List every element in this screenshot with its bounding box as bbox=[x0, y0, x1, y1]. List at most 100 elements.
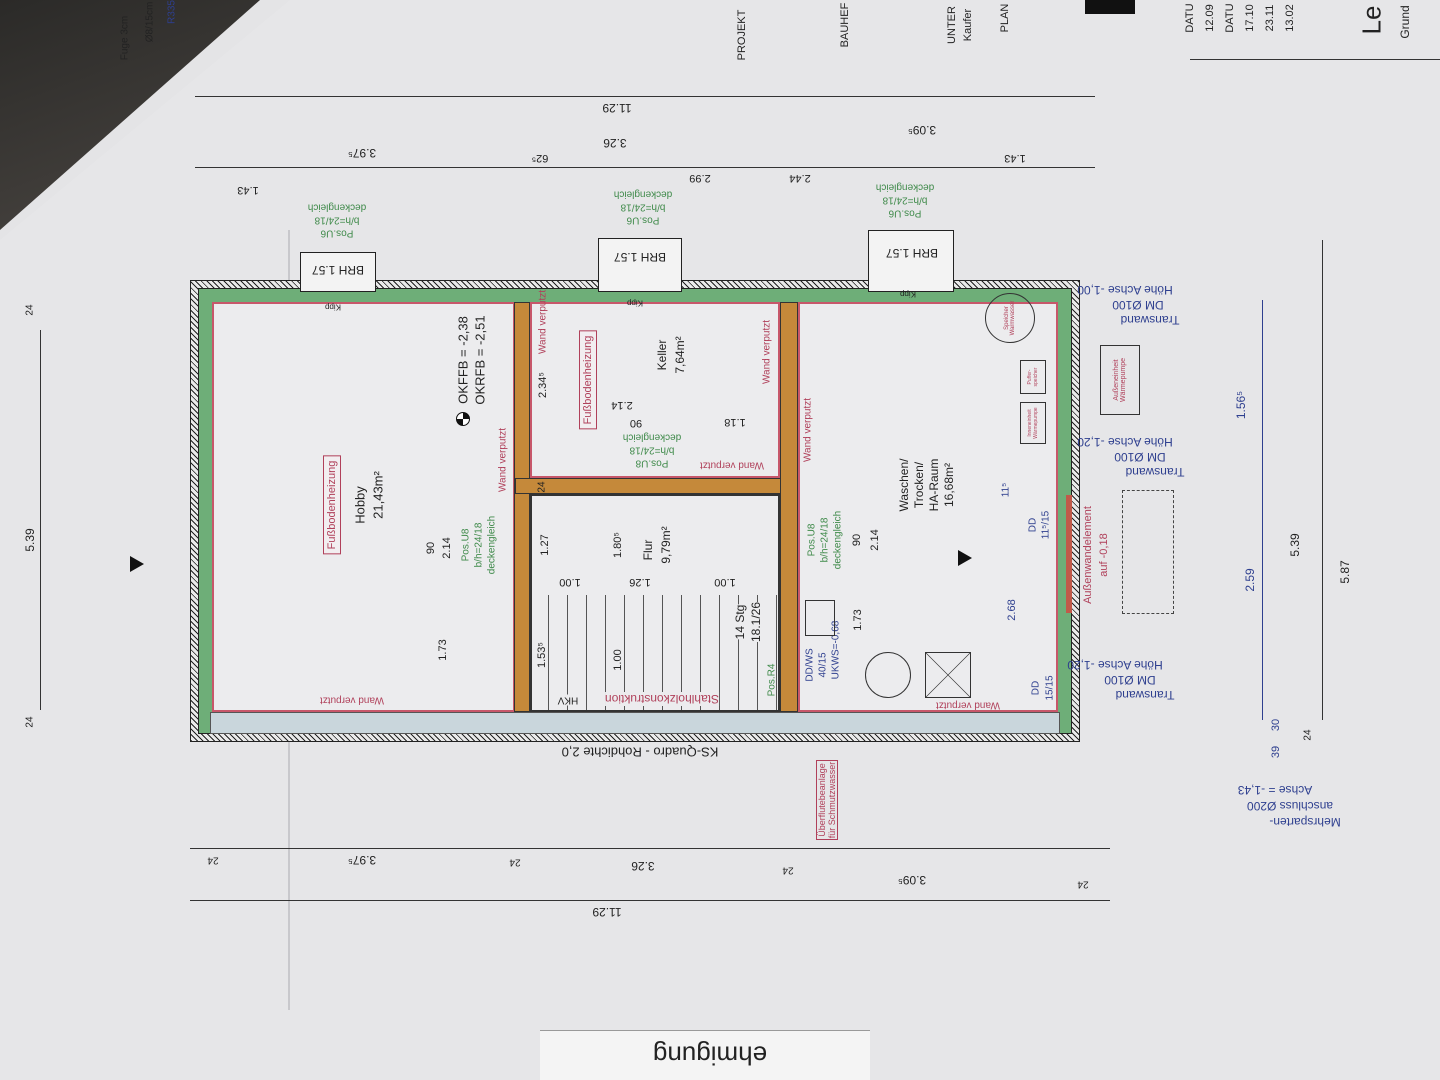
window-hobby[interactable] bbox=[300, 252, 376, 292]
hkv-label: HKV bbox=[557, 694, 579, 706]
lintel-flush-1: deckengleich bbox=[307, 201, 367, 213]
lower-sheet bbox=[540, 1030, 870, 1080]
opening-dd-2: DD bbox=[1030, 680, 1042, 696]
lintel-pos-1: Pos.U6 bbox=[320, 227, 354, 239]
date-2: 17.10 bbox=[1244, 4, 1256, 32]
room-hobby bbox=[212, 302, 515, 712]
hobby-heating: Fußbodenheizung bbox=[323, 455, 341, 555]
dim-right-width: 5.39 bbox=[1288, 533, 1302, 557]
dim-bottom-wall-3: 24 bbox=[782, 864, 794, 876]
mesh-note: R335 bbox=[166, 0, 178, 24]
dim-top-seg1: 3.97⁵ bbox=[347, 146, 377, 160]
window-brh-hobby: BRH 1.57 bbox=[311, 263, 365, 277]
outer-element-note: Außenwandelement bbox=[1082, 506, 1094, 604]
lintel-size-2: b/h=24/18 bbox=[620, 201, 666, 213]
approval-text: ehmigung bbox=[652, 1040, 768, 1071]
flood-protection-label: Überflutebeanlage für Schmutzwasser bbox=[816, 760, 838, 840]
dim-bottom-wall-1: 24 bbox=[207, 854, 219, 866]
dim-top-143: 1.43 bbox=[1004, 152, 1026, 164]
flur-name: Flur bbox=[641, 539, 655, 561]
transwand-3-axis: Höhe Achse -1,00 bbox=[1077, 283, 1173, 297]
rebar-note: Ø8/15cm bbox=[144, 1, 156, 43]
transwand-3: Transwand bbox=[1120, 313, 1180, 327]
wall-plastered-5: Wand verputzt bbox=[319, 694, 385, 706]
dim-wasch-268: 2.68 bbox=[1006, 599, 1018, 621]
dim-line-right-1 bbox=[1262, 300, 1263, 720]
dim-bottom-seg1: 3.97⁵ bbox=[347, 853, 377, 867]
lintel-flush-2: deckengleich bbox=[613, 188, 673, 200]
dim-top-total: 11.29 bbox=[602, 101, 632, 115]
sheet-label: Grund bbox=[1398, 5, 1412, 39]
dim-flur-100a: 1.00 bbox=[559, 576, 581, 588]
transwand-1-axis: Höhe Achse -1,20 bbox=[1067, 658, 1163, 672]
dim-top-143b: 1.43 bbox=[237, 184, 259, 196]
dim-top-244: 2.44 bbox=[789, 172, 811, 184]
date-header: DATU bbox=[1184, 3, 1196, 33]
flur-area: 9,79m² bbox=[659, 526, 673, 564]
north-arrow-left-icon bbox=[130, 556, 144, 572]
transwand-1-dm: DM Ø100 bbox=[1104, 673, 1156, 687]
dim-left-wall-1: 24 bbox=[24, 304, 36, 316]
foundation-note: KS-Quadro - Rohdichte 2,0 bbox=[561, 744, 719, 760]
heatpump-indoor-label: Inneneinheit Wärmepumpe bbox=[1027, 407, 1039, 439]
dim-bottom-total: 11.29 bbox=[592, 905, 622, 919]
opening-ddws: DD/WS bbox=[804, 648, 816, 682]
level-okffb: OKFFB = -2,38 bbox=[455, 316, 471, 404]
dim-left-wall-2: 24 bbox=[24, 716, 36, 728]
door-lintel-keller-size: b/h=24/18 bbox=[629, 444, 675, 456]
wall-plastered-4: Wand verputzt bbox=[802, 397, 814, 463]
wall-plastered-2: Wand verputzt bbox=[537, 289, 549, 355]
waschen-area: 16,68m² bbox=[942, 462, 956, 508]
dim-bottom-wall-2: 24 bbox=[509, 856, 521, 868]
outer-element-level: auf -0,18 bbox=[1098, 533, 1110, 577]
door-lintel-wasch-pos: Pos.U8 bbox=[806, 523, 818, 557]
dim-wasch-115: 11⁵ bbox=[1000, 482, 1012, 498]
dim-line-bottom-segments bbox=[190, 848, 1110, 849]
window-keller[interactable] bbox=[598, 238, 682, 292]
keller-heating: Fußbodenheizung bbox=[579, 330, 597, 430]
dim-line-right-2 bbox=[1322, 240, 1323, 720]
interior-wall-laundry bbox=[780, 302, 798, 712]
sink bbox=[805, 600, 835, 636]
dim-keller-118: 1.18 bbox=[724, 416, 746, 428]
dim-bottom-wall-4: 24 bbox=[1077, 878, 1089, 890]
date-3: 23.11 bbox=[1264, 4, 1276, 32]
dim-flur-180: 1.80⁵ bbox=[612, 532, 624, 558]
lintel-pos-2: Pos.U6 bbox=[626, 214, 660, 226]
keller-area: 7,64m² bbox=[673, 336, 687, 374]
company-name: Kaufer bbox=[962, 8, 974, 42]
lintel-size-3: b/h=24/18 bbox=[882, 194, 928, 206]
keller-name: Keller bbox=[655, 339, 669, 371]
dim-right-259: 2.59 bbox=[1243, 568, 1257, 592]
door-lintel-hobby-size: b/h=24/18 bbox=[473, 522, 485, 568]
hobby-name: Hobby bbox=[352, 486, 368, 524]
dim-flur-100c: 1.00 bbox=[612, 649, 624, 671]
dim-wasch-90: 90 bbox=[851, 533, 863, 547]
hobby-area: 21,43m² bbox=[370, 471, 386, 519]
dim-flur-126: 1.26 bbox=[629, 576, 651, 588]
transwand-2: Transwand bbox=[1125, 465, 1185, 479]
project-label: PROJEKT bbox=[736, 9, 748, 61]
dim-right-156: 1.56⁵ bbox=[1234, 390, 1248, 420]
tilt-waschen: Kipp bbox=[899, 289, 917, 299]
plan-label: PLAN bbox=[999, 3, 1011, 33]
interior-wall-hobby bbox=[514, 302, 530, 712]
dim-flur-100b: 1.00 bbox=[714, 576, 736, 588]
dim-wasch-214: 2.14 bbox=[869, 529, 881, 551]
date-header-2: DATU bbox=[1224, 3, 1236, 33]
multi-connection-3: Achse = -1,43 bbox=[1237, 783, 1313, 797]
window-waschen[interactable] bbox=[868, 230, 954, 292]
dim-bottom-seg2: 3.26 bbox=[631, 859, 655, 873]
level-marker-icon bbox=[456, 412, 470, 426]
dim-line-bottom-total bbox=[190, 900, 1110, 901]
transwand-3-dm: DM Ø100 bbox=[1112, 298, 1164, 312]
room-keller bbox=[530, 302, 780, 478]
window-brh-waschen: BRH 1.57 bbox=[885, 246, 939, 260]
wall-plastered-1: Wand verputzt bbox=[497, 427, 509, 493]
stairs-pos: Pos.R4 bbox=[766, 663, 778, 697]
room-waschen bbox=[798, 302, 1058, 712]
dim-hobby-90: 90 bbox=[425, 541, 437, 555]
stairs-ratio: 18.1/26 bbox=[749, 601, 763, 643]
buffer-label: Puffer-speicher bbox=[1027, 367, 1039, 387]
tilt-keller: Kipp bbox=[626, 298, 644, 308]
